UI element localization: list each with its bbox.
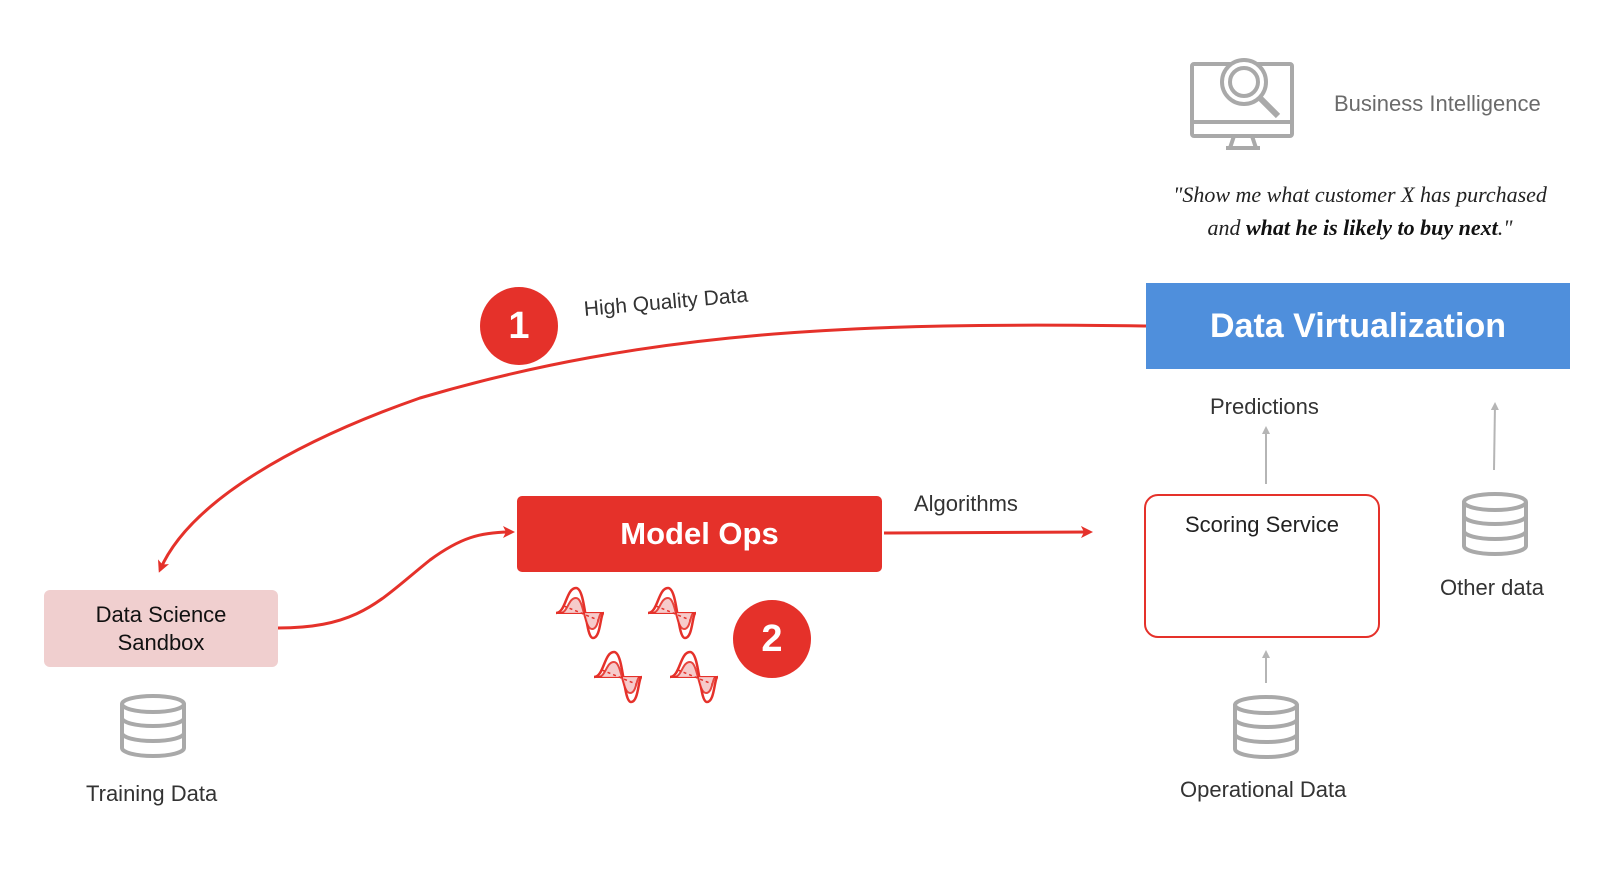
model-wave-icon	[554, 586, 606, 640]
model-wave-icon	[592, 650, 644, 704]
other-data-label: Other data	[1440, 575, 1544, 600]
bi-quote: "Show me what customer X has purchased a…	[1140, 178, 1580, 244]
training-database-icon	[120, 694, 186, 758]
algorithms-label: Algorithms	[914, 491, 1018, 516]
quote-end: ."	[1497, 215, 1513, 240]
quote-line-1: "Show me what customer X has purchased	[1173, 182, 1547, 207]
model-wave-icon	[668, 650, 720, 704]
other-database-icon	[1462, 492, 1528, 556]
arrow-high-quality-data	[158, 323, 1147, 573]
operational-data-label: Operational Data	[1180, 777, 1347, 802]
arrow-sandbox-to-modelops	[277, 526, 515, 630]
arrow-other-data	[1490, 402, 1499, 471]
training-data-label: Training Data	[86, 781, 218, 806]
predictions-label: Predictions	[1210, 394, 1319, 419]
model-wave-icon	[646, 586, 698, 640]
step-1-number: 1	[508, 304, 530, 347]
model-ops-label: Model Ops	[620, 516, 779, 551]
data-virtualization-label: Data Virtualization	[1210, 306, 1506, 345]
quote-bold: what he is likely to buy next	[1245, 215, 1498, 240]
scoring-service-box: Scoring Service	[1144, 494, 1380, 638]
data-science-sandbox-box: Data Science Sandbox	[44, 590, 278, 667]
sandbox-line-2: Sandbox	[117, 629, 205, 655]
business-intelligence-label: Business Intelligence	[1334, 91, 1541, 116]
monitor-search-icon	[1190, 58, 1294, 150]
step-2-number: 2	[761, 617, 783, 660]
model-ops-box: Model Ops	[517, 496, 882, 572]
operational-database-icon	[1233, 695, 1299, 759]
quote-line-2: and what he is likely to buy next."	[1140, 211, 1580, 244]
scoring-service-label: Scoring Service	[1184, 512, 1340, 537]
arrow-algorithms	[883, 526, 1093, 539]
step-2-badge: 2	[733, 600, 811, 678]
step-1-badge: 1	[480, 287, 558, 365]
sandbox-line-1: Data Science	[95, 601, 227, 627]
data-virtualization-box: Data Virtualization	[1146, 283, 1570, 369]
quote-plain: and	[1207, 215, 1246, 240]
